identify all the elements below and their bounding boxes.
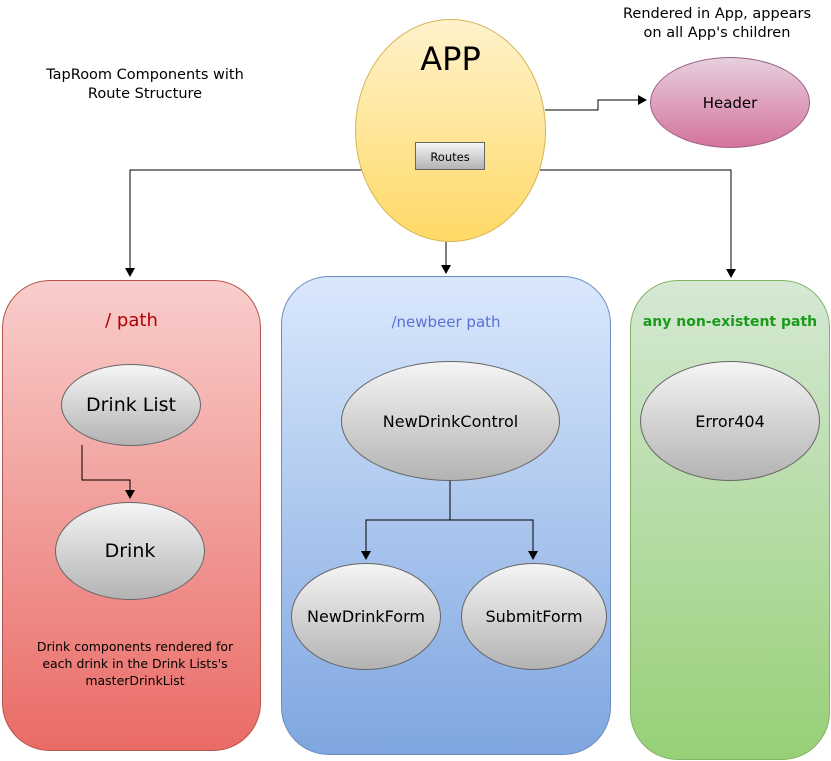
drink-list-label: Drink List — [85, 394, 177, 416]
header-node: Header — [650, 57, 810, 148]
app-node — [355, 19, 546, 242]
new-drink-control-label: NewDrinkControl — [382, 411, 519, 431]
newbeer-path-panel — [281, 276, 611, 755]
notfound-path-label: any non-existent path — [642, 314, 818, 330]
routes-box: Routes — [415, 142, 485, 170]
drinklist-to-drink-connector — [81, 445, 135, 499]
drink-note: Drink components rendered for each drink… — [36, 639, 234, 688]
submit-form-label: SubmitForm — [485, 607, 583, 626]
header-label: Header — [702, 93, 758, 112]
root-path-label: / path — [105, 310, 158, 331]
control-to-form-connector — [361, 480, 451, 560]
diagram-title: TapRoom Components with Route Structure — [46, 67, 244, 102]
control-to-submit-connector — [450, 519, 538, 560]
error404-node: Error404 — [640, 361, 820, 481]
app-to-root-connector — [125, 169, 362, 277]
drink-label: Drink — [104, 540, 156, 562]
new-drink-control-node: NewDrinkControl — [341, 361, 560, 481]
notfound-path-panel — [630, 280, 830, 760]
drink-list-node: Drink List — [61, 364, 201, 446]
error404-label: Error404 — [695, 411, 765, 431]
drink-node: Drink — [55, 502, 205, 600]
newbeer-path-label: /newbeer path — [391, 313, 501, 331]
header-note: Rendered in App, appears on all App's ch… — [622, 6, 812, 41]
app-label: APP — [420, 40, 481, 78]
app-to-notfound-connector — [540, 169, 736, 278]
app-to-header-connector — [545, 95, 647, 111]
new-drink-form-node: NewDrinkForm — [291, 563, 441, 670]
submit-form-node: SubmitForm — [461, 563, 607, 670]
new-drink-form-label: NewDrinkForm — [307, 607, 425, 626]
